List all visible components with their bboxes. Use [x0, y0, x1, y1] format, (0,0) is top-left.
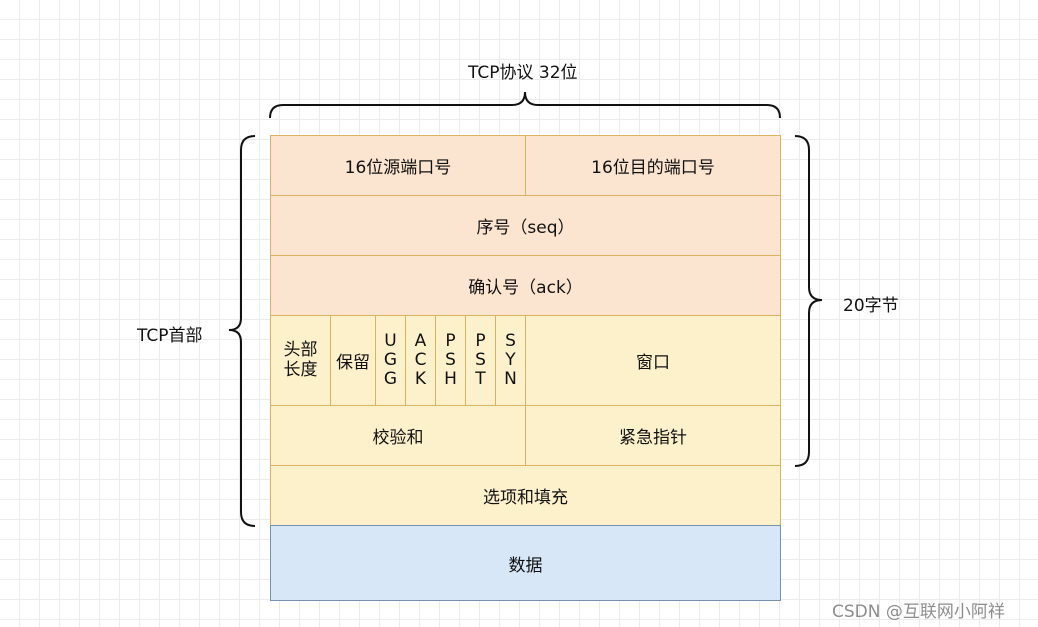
flag-ack-label: A C K [414, 330, 427, 390]
data-label: 数据 [508, 555, 543, 576]
top-brace [269, 91, 781, 119]
checksum-label: 校验和 [372, 428, 424, 448]
left-brace [228, 135, 256, 527]
top-label: TCP协议 32位 [468, 63, 578, 83]
checksum-cell: 校验和 [270, 405, 526, 466]
left-label: TCP首部 [137, 326, 203, 346]
seq-label: 序号（seq） [476, 218, 575, 238]
flag-syn-label: S Y N [504, 330, 517, 390]
dst-port-label: 16位目的端口号 [591, 158, 715, 178]
right-label: 20字节 [843, 296, 899, 316]
seq-cell: 序号（seq） [270, 195, 781, 256]
window-cell: 窗口 [525, 315, 781, 406]
dst-port-cell: 16位目的端口号 [525, 135, 781, 196]
header-length-cell: 头部 长度 [270, 315, 331, 406]
flag-psh-label: P S H [444, 330, 457, 390]
urgent-pointer-cell: 紧急指针 [525, 405, 781, 466]
window-label: 窗口 [636, 353, 670, 373]
options-cell: 选项和填充 [270, 465, 781, 526]
flag-pst-cell: P S T [465, 315, 496, 406]
urgent-pointer-label: 紧急指针 [619, 428, 687, 448]
reserved-cell: 保留 [330, 315, 376, 406]
src-port-label: 16位源端口号 [344, 158, 452, 178]
right-brace [794, 135, 823, 467]
options-label: 选项和填充 [483, 488, 568, 508]
src-port-cell: 16位源端口号 [270, 135, 526, 196]
flag-ack-cell: A C K [405, 315, 436, 406]
data-cell: 数据 [270, 525, 781, 601]
ack-cell: 确认号（ack） [270, 255, 781, 316]
ack-label: 确认号（ack） [468, 278, 583, 298]
reserved-label: 保留 [336, 353, 370, 373]
flag-urg-label: U G G [383, 330, 398, 390]
header-length-label: 头部 长度 [283, 340, 318, 380]
flag-urg-cell: U G G [375, 315, 406, 406]
flag-psh-cell: P S H [435, 315, 466, 406]
watermark: CSDN @互联网小阿祥 [832, 602, 1005, 622]
flag-pst-label: P S T [475, 330, 486, 390]
flag-syn-cell: S Y N [495, 315, 526, 406]
